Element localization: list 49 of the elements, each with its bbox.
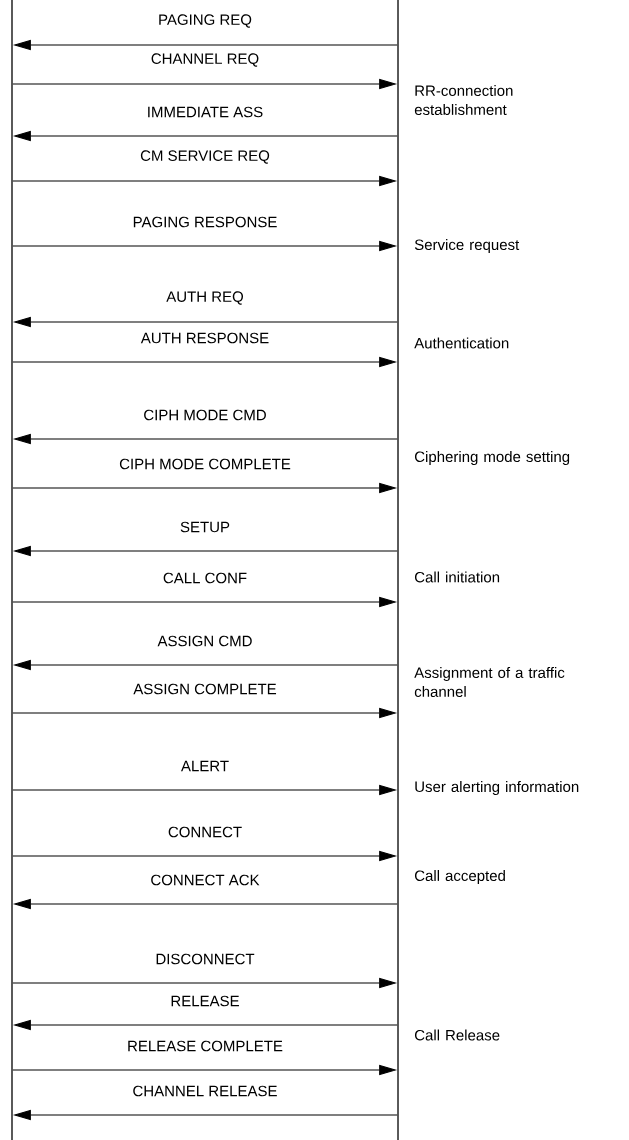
arrow <box>12 1065 396 1075</box>
edge-label: ALERT <box>181 760 229 772</box>
edge-label: CHANNEL RELEASE <box>133 1085 277 1097</box>
arrow <box>12 851 396 861</box>
edge-label: RELEASE COMPLETE <box>128 1040 283 1052</box>
arrow <box>12 978 396 988</box>
phase-label: Ciphering mode setting <box>414 451 570 465</box>
edge-label: CHANNEL REQ <box>151 53 259 67</box>
arrow <box>12 708 396 718</box>
edge-label: RELEASE <box>171 995 239 1007</box>
arrow <box>12 785 396 795</box>
edge-label: CALL CONF <box>163 572 247 584</box>
arrow <box>14 317 398 327</box>
phase-label: Call initiation <box>414 571 500 583</box>
arrow <box>12 483 396 493</box>
edge-label: IMMEDIATE ASS <box>148 106 263 118</box>
phase-label: Authentication <box>414 337 509 349</box>
edge-label: CONNECT <box>168 826 242 838</box>
arrow <box>14 1110 398 1120</box>
edge-label: ASSIGN COMPLETE <box>133 683 277 695</box>
edge-label: AUTH REQ <box>166 291 243 305</box>
phase-label: Call accepted <box>414 870 505 884</box>
arrow <box>14 546 398 556</box>
edge-label: PAGING RESPONSE <box>133 216 277 228</box>
edge-label: PAGING REQ <box>159 14 252 28</box>
arrow <box>14 434 398 444</box>
edge-label: SETUP <box>180 521 230 533</box>
phase-label: Call Release <box>414 1029 500 1041</box>
phase-label: User alerting information <box>415 781 579 795</box>
arrow <box>12 357 396 367</box>
edge-label: CIPH MODE COMPLETE <box>119 458 291 470</box>
arrow <box>12 597 396 607</box>
edge-label: AUTH RESPONSE <box>140 332 269 344</box>
arrow <box>12 241 396 251</box>
edge-label: CONNECT ACK <box>151 874 260 886</box>
arrow <box>12 176 396 186</box>
arrow <box>14 40 398 50</box>
phase-label: RR-connection establishment <box>414 85 513 115</box>
arrow <box>14 660 398 670</box>
edge-label: CM SERVICE REQ <box>140 150 270 164</box>
edge-label: DISCONNECT <box>156 953 255 965</box>
arrow <box>14 1020 398 1030</box>
edge-label: CIPH MODE CMD <box>144 409 266 421</box>
phase-label: Service request <box>414 239 520 253</box>
edge-label: ASSIGN CMD <box>157 635 252 647</box>
arrow <box>14 131 398 141</box>
arrow <box>14 899 398 909</box>
phase-label: Assignment of a traffic channel <box>414 667 565 697</box>
arrow <box>12 79 396 89</box>
